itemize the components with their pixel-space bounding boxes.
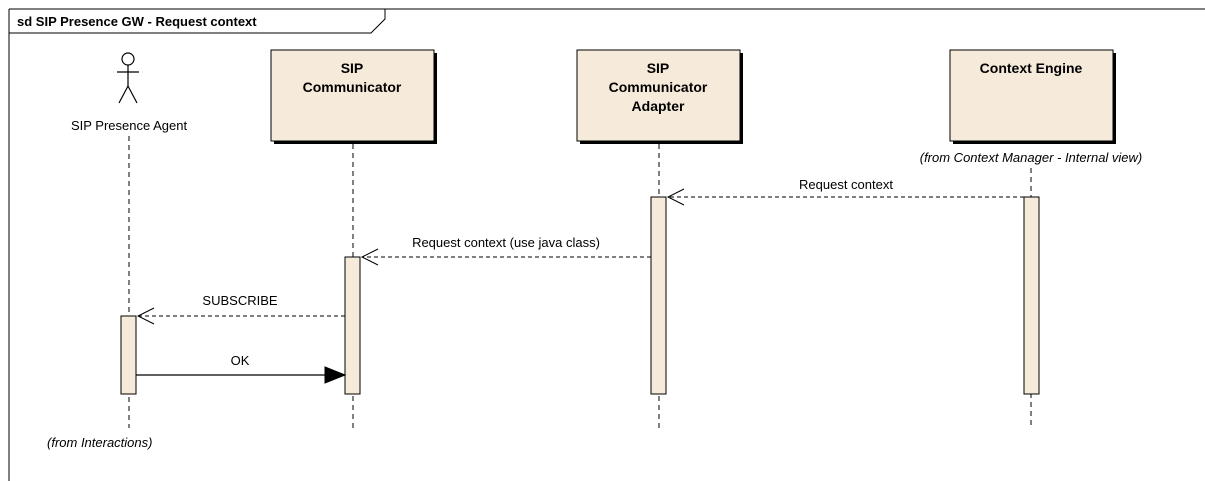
lifeline-box-sip-communicator[interactable]: SIP Communicator <box>270 49 437 144</box>
actor-sip-presence-agent[interactable]: SIP Presence Agent <box>71 52 188 133</box>
lifeline-box-context-engine[interactable]: Context Engine <box>949 49 1116 144</box>
message-label: Request context <box>799 177 893 192</box>
lifeline-title-line: Communicator <box>303 79 402 95</box>
message-ok[interactable]: OK <box>136 353 347 384</box>
message-label: SUBSCRIBE <box>202 293 277 308</box>
frame-title: sd SIP Presence GW - Request context <box>17 14 257 29</box>
message-label: OK <box>231 353 250 368</box>
activation-bar-sip-communicator-adapter <box>650 196 667 395</box>
lifeline-title-line: Context Engine <box>980 60 1083 76</box>
message-request-context[interactable]: Request context <box>666 177 1024 206</box>
activation-bar-sip-communicator <box>344 256 361 395</box>
message-request-context-java[interactable]: Request context (use java class) <box>360 235 651 266</box>
lifeline-title-line: SIP <box>647 60 670 76</box>
diagram-frame: sd SIP Presence GW - Request context <box>8 8 1205 481</box>
lifeline-title-line: SIP <box>341 60 364 76</box>
lifeline-title-line: Communicator <box>609 79 708 95</box>
message-subscribe[interactable]: SUBSCRIBE <box>136 293 345 325</box>
actor-name: SIP Presence Agent <box>71 118 188 133</box>
lifeline-title-line: Adapter <box>632 98 685 114</box>
actor-from-note: (from Interactions) <box>47 435 152 450</box>
message-label: Request context (use java class) <box>412 235 600 250</box>
stick-figure-icon <box>117 52 139 104</box>
activation-bar-sip-presence-agent <box>120 315 137 395</box>
activation-bar-context-engine <box>1023 196 1040 395</box>
lifeline-box-sip-communicator-adapter[interactable]: SIP Communicator Adapter <box>576 49 743 144</box>
lifeline-from-note: (from Context Manager - Internal view) <box>920 150 1143 165</box>
